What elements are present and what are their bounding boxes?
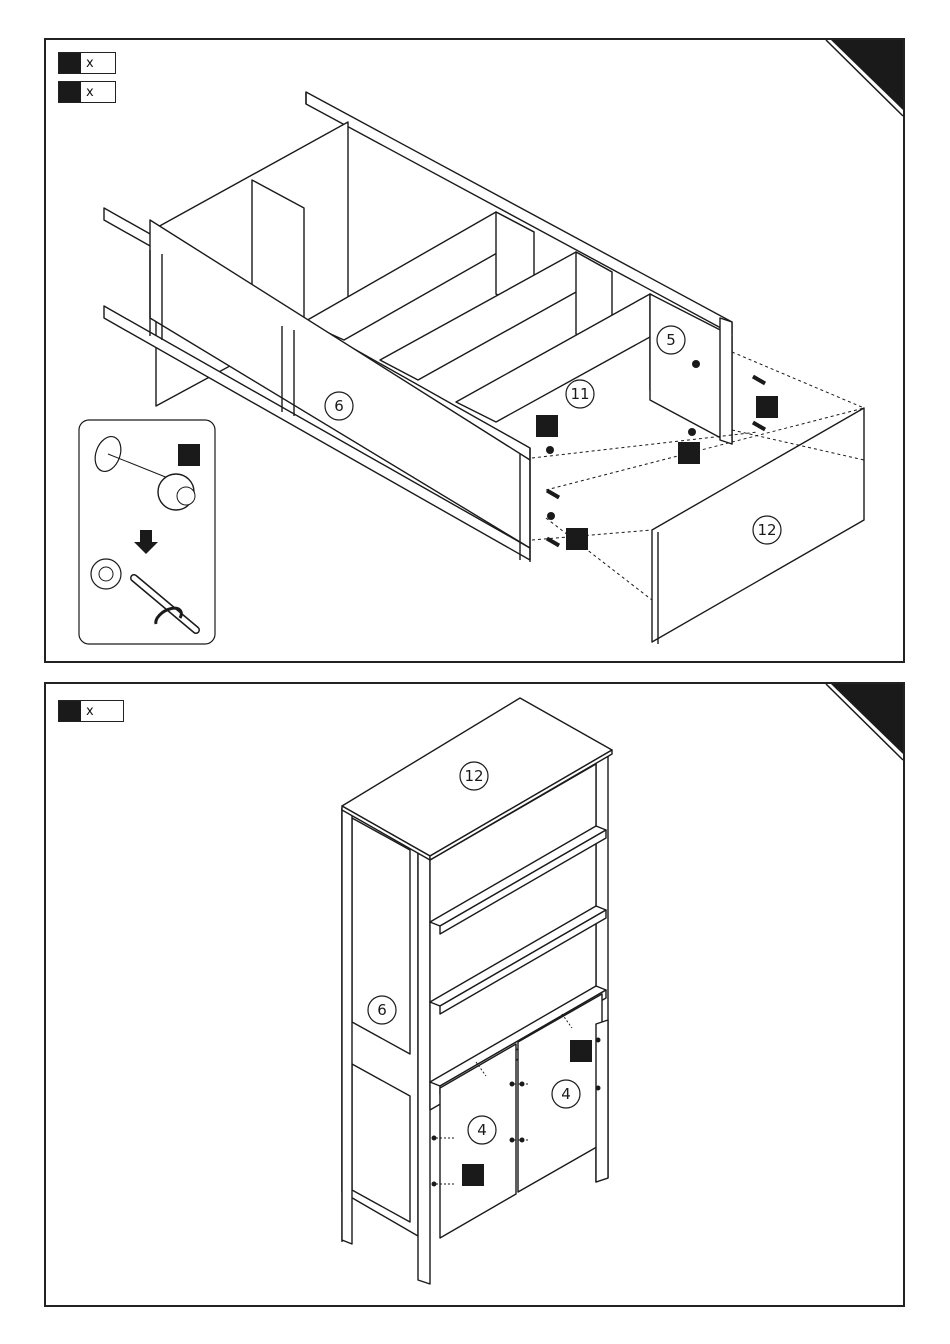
hardware-badge [462,1164,484,1186]
part-label-shelf: 11 [570,385,589,403]
part-label-side-panel: 6 [334,397,344,415]
part-label-top-panel: 12 [757,521,776,539]
hardware-badge [678,442,700,464]
hardware-badge [756,396,778,418]
hardware-badge [178,444,200,466]
hardware-badge [570,1040,592,1062]
part-label-back-panel: 5 [666,331,676,349]
step-number-tab [831,40,903,110]
hardware-badge [566,528,588,550]
step-1-panel: x x [44,38,905,663]
step-2-assembly-diagram: 12 6 4 4 [46,684,903,1305]
part-label-door-right: 4 [561,1085,571,1103]
part-label-door-left: 4 [477,1121,487,1139]
hardware-badge [536,415,558,437]
cam-lock-detail-inset [79,420,215,644]
part-label-top-panel: 12 [464,767,483,785]
cam-lock-top-icon [91,559,121,589]
step-1-assembly-diagram: 6 5 11 12 [46,40,903,661]
step-number-tab [831,684,903,754]
part-label-side-panel: 6 [377,1001,387,1019]
step-2-panel: x [44,682,905,1307]
